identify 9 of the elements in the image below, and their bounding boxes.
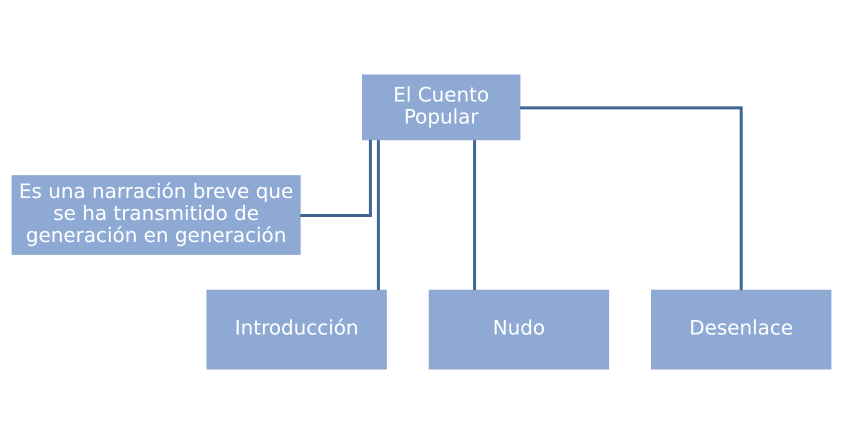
node-box: Nudo: [428, 289, 610, 370]
connector: [520, 106, 743, 290]
node-box: Desenlace: [651, 289, 832, 370]
connector: [300, 139, 372, 217]
node-box: El Cuento Popular: [362, 74, 520, 140]
connector: [376, 140, 380, 290]
connector: [473, 140, 476, 290]
node-box: Introducción: [206, 289, 387, 370]
node-box: Es una narración breve que se ha transmitido de generación en generación: [12, 174, 301, 254]
